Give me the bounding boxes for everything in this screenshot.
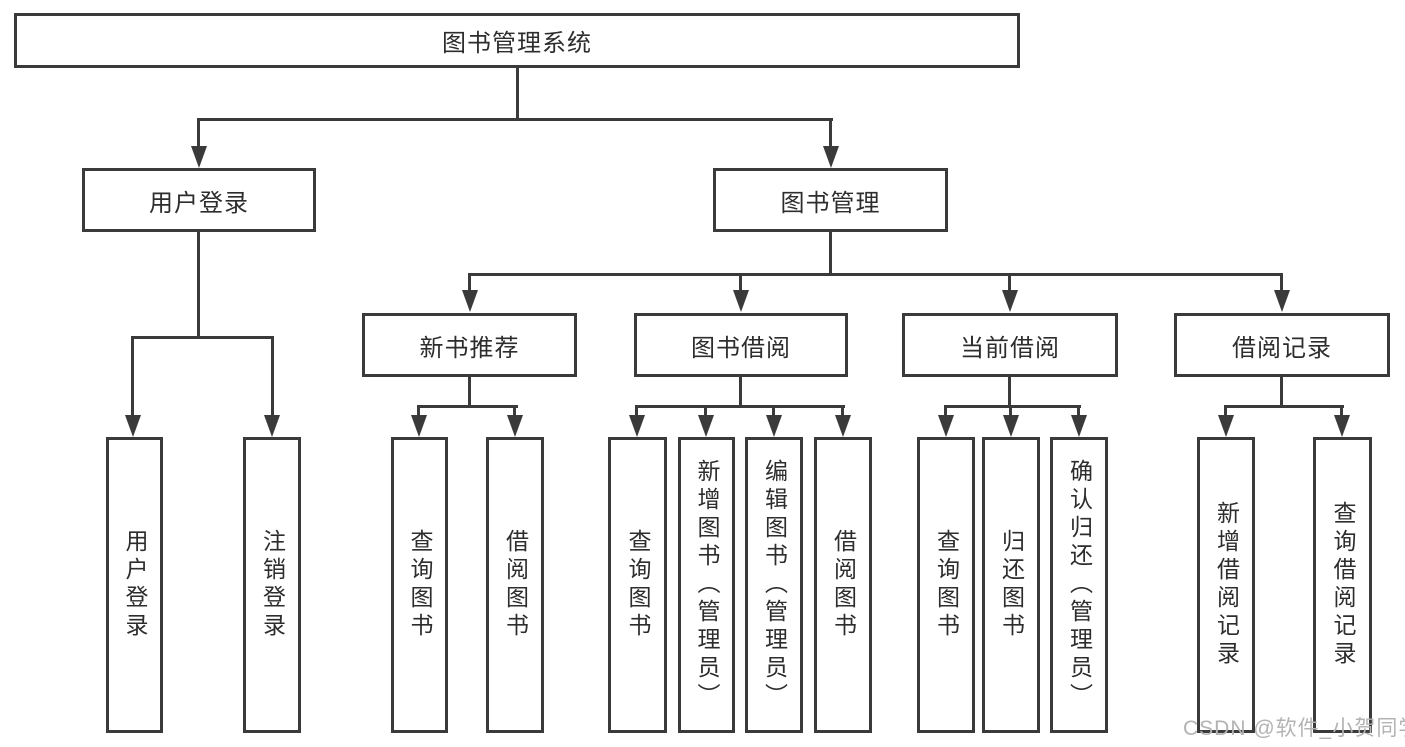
connector-hline [131,336,274,339]
connector-vline [704,405,707,417]
node-leaf-return-books: 归还图书 [982,437,1040,733]
connector-vline [1009,405,1012,417]
node-leaf-query-borrow-record-label: 查询借阅记录 [1330,501,1356,669]
connector-vline [1077,405,1080,417]
connector-vline [1280,273,1283,293]
connector-vline [197,232,200,336]
node-leaf-borrow-books-borrow-label: 借阅图书 [830,529,857,641]
node-leaf-borrow-books-borrow: 借阅图书 [814,437,872,733]
arrowhead-icon [191,146,207,168]
watermark: CSDN @软件_小贺同学 [1183,717,1405,740]
node-leaf-edit-books-admin: 编辑图书（管理员） [745,437,803,733]
arrowhead-icon [1334,415,1350,437]
node-leaf-query-borrow-record: 查询借阅记录 [1313,437,1372,733]
connector-vline [1008,377,1011,405]
node-leaf-query-books-current-label: 查询图书 [933,529,960,641]
node-leaf-query-books-borrow: 查询图书 [608,437,667,733]
arrowhead-icon [733,290,749,312]
connector-hline [1224,405,1344,408]
connector-vline [1280,377,1283,405]
node-leaf-edit-books-admin-label: 编辑图书（管理员） [761,459,788,711]
node-leaf-add-books-admin-label: 新增图书（管理员） [694,459,720,711]
arrowhead-icon [766,415,782,437]
arrowhead-icon [835,415,851,437]
arrowhead-icon [462,290,478,312]
node-leaf-return-books-label: 归还图书 [998,529,1025,641]
node-user-login-label: 用户登录 [149,189,249,217]
node-borrow-records-label: 借阅记录 [1232,334,1332,362]
node-leaf-logout-label: 注销登录 [259,529,286,641]
arrowhead-icon [1274,290,1290,312]
node-current-borrow-label: 当前借阅 [960,334,1060,362]
connector-vline [1224,405,1227,417]
node-leaf-confirm-return-admin: 确认归还（管理员） [1050,437,1108,733]
node-leaf-query-books-recommend-label: 查询图书 [407,529,433,641]
connector-vline [635,405,638,417]
arrowhead-icon [264,415,280,437]
connector-vline [739,377,742,405]
arrowhead-icon [507,415,523,437]
node-root: 图书管理系统 [14,13,1020,68]
connector-vline [417,405,420,417]
connector-hline [468,273,1283,276]
arrowhead-icon [1002,290,1018,312]
connector-vline [468,273,471,293]
connector-vline [197,118,200,150]
arrowhead-icon [125,415,141,437]
node-leaf-add-borrow-record: 新增借阅记录 [1197,437,1255,733]
node-leaf-query-books-borrow-label: 查询图书 [625,529,651,641]
node-root-label: 图书管理系统 [442,30,592,57]
connector-hline [944,405,1081,408]
connector-vline [131,336,134,418]
arrowhead-icon [1218,415,1234,437]
node-leaf-confirm-return-admin-label: 确认归还（管理员） [1066,459,1093,711]
node-leaf-user-login-label: 用户登录 [122,529,148,641]
arrowhead-icon [1071,415,1087,437]
node-leaf-query-books-recommend: 查询图书 [391,437,448,733]
node-book-borrow: 图书借阅 [634,313,848,377]
node-user-login: 用户登录 [82,168,316,232]
connector-vline [513,405,516,417]
connector-hline [635,405,845,408]
node-leaf-user-login: 用户登录 [106,437,163,733]
arrowhead-icon [698,415,714,437]
connector-vline [829,232,832,273]
connector-vline [772,405,775,417]
node-book-borrow-label: 图书借阅 [691,334,791,362]
connector-hline [417,405,518,408]
node-current-borrow: 当前借阅 [902,313,1118,377]
connector-vline [841,405,844,417]
arrowhead-icon [823,146,839,168]
node-new-book-recommend-label: 新书推荐 [419,334,520,362]
arrowhead-icon [411,415,427,437]
node-borrow-records: 借阅记录 [1174,313,1390,377]
node-leaf-add-borrow-record-label: 新增借阅记录 [1213,501,1240,669]
node-leaf-borrow-books-recommend-label: 借阅图书 [502,529,529,641]
node-book-management: 图书管理 [713,168,948,232]
node-leaf-borrow-books-recommend: 借阅图书 [486,437,544,733]
connector-vline [739,273,742,293]
connector-vline [1008,273,1011,293]
node-leaf-logout: 注销登录 [243,437,301,733]
connector-vline [468,377,471,405]
connector-hline [197,118,833,121]
arrowhead-icon [1003,415,1019,437]
connector-vline [1340,405,1343,417]
node-leaf-query-books-current: 查询图书 [917,437,975,733]
connector-vline [829,118,832,150]
node-new-book-recommend: 新书推荐 [362,313,577,377]
connector-vline [271,336,274,418]
arrowhead-icon [629,415,645,437]
connector-vline [516,68,519,118]
node-leaf-add-books-admin: 新增图书（管理员） [678,437,735,733]
arrowhead-icon [938,415,954,437]
connector-vline [944,405,947,417]
node-book-management-label: 图书管理 [780,189,881,217]
